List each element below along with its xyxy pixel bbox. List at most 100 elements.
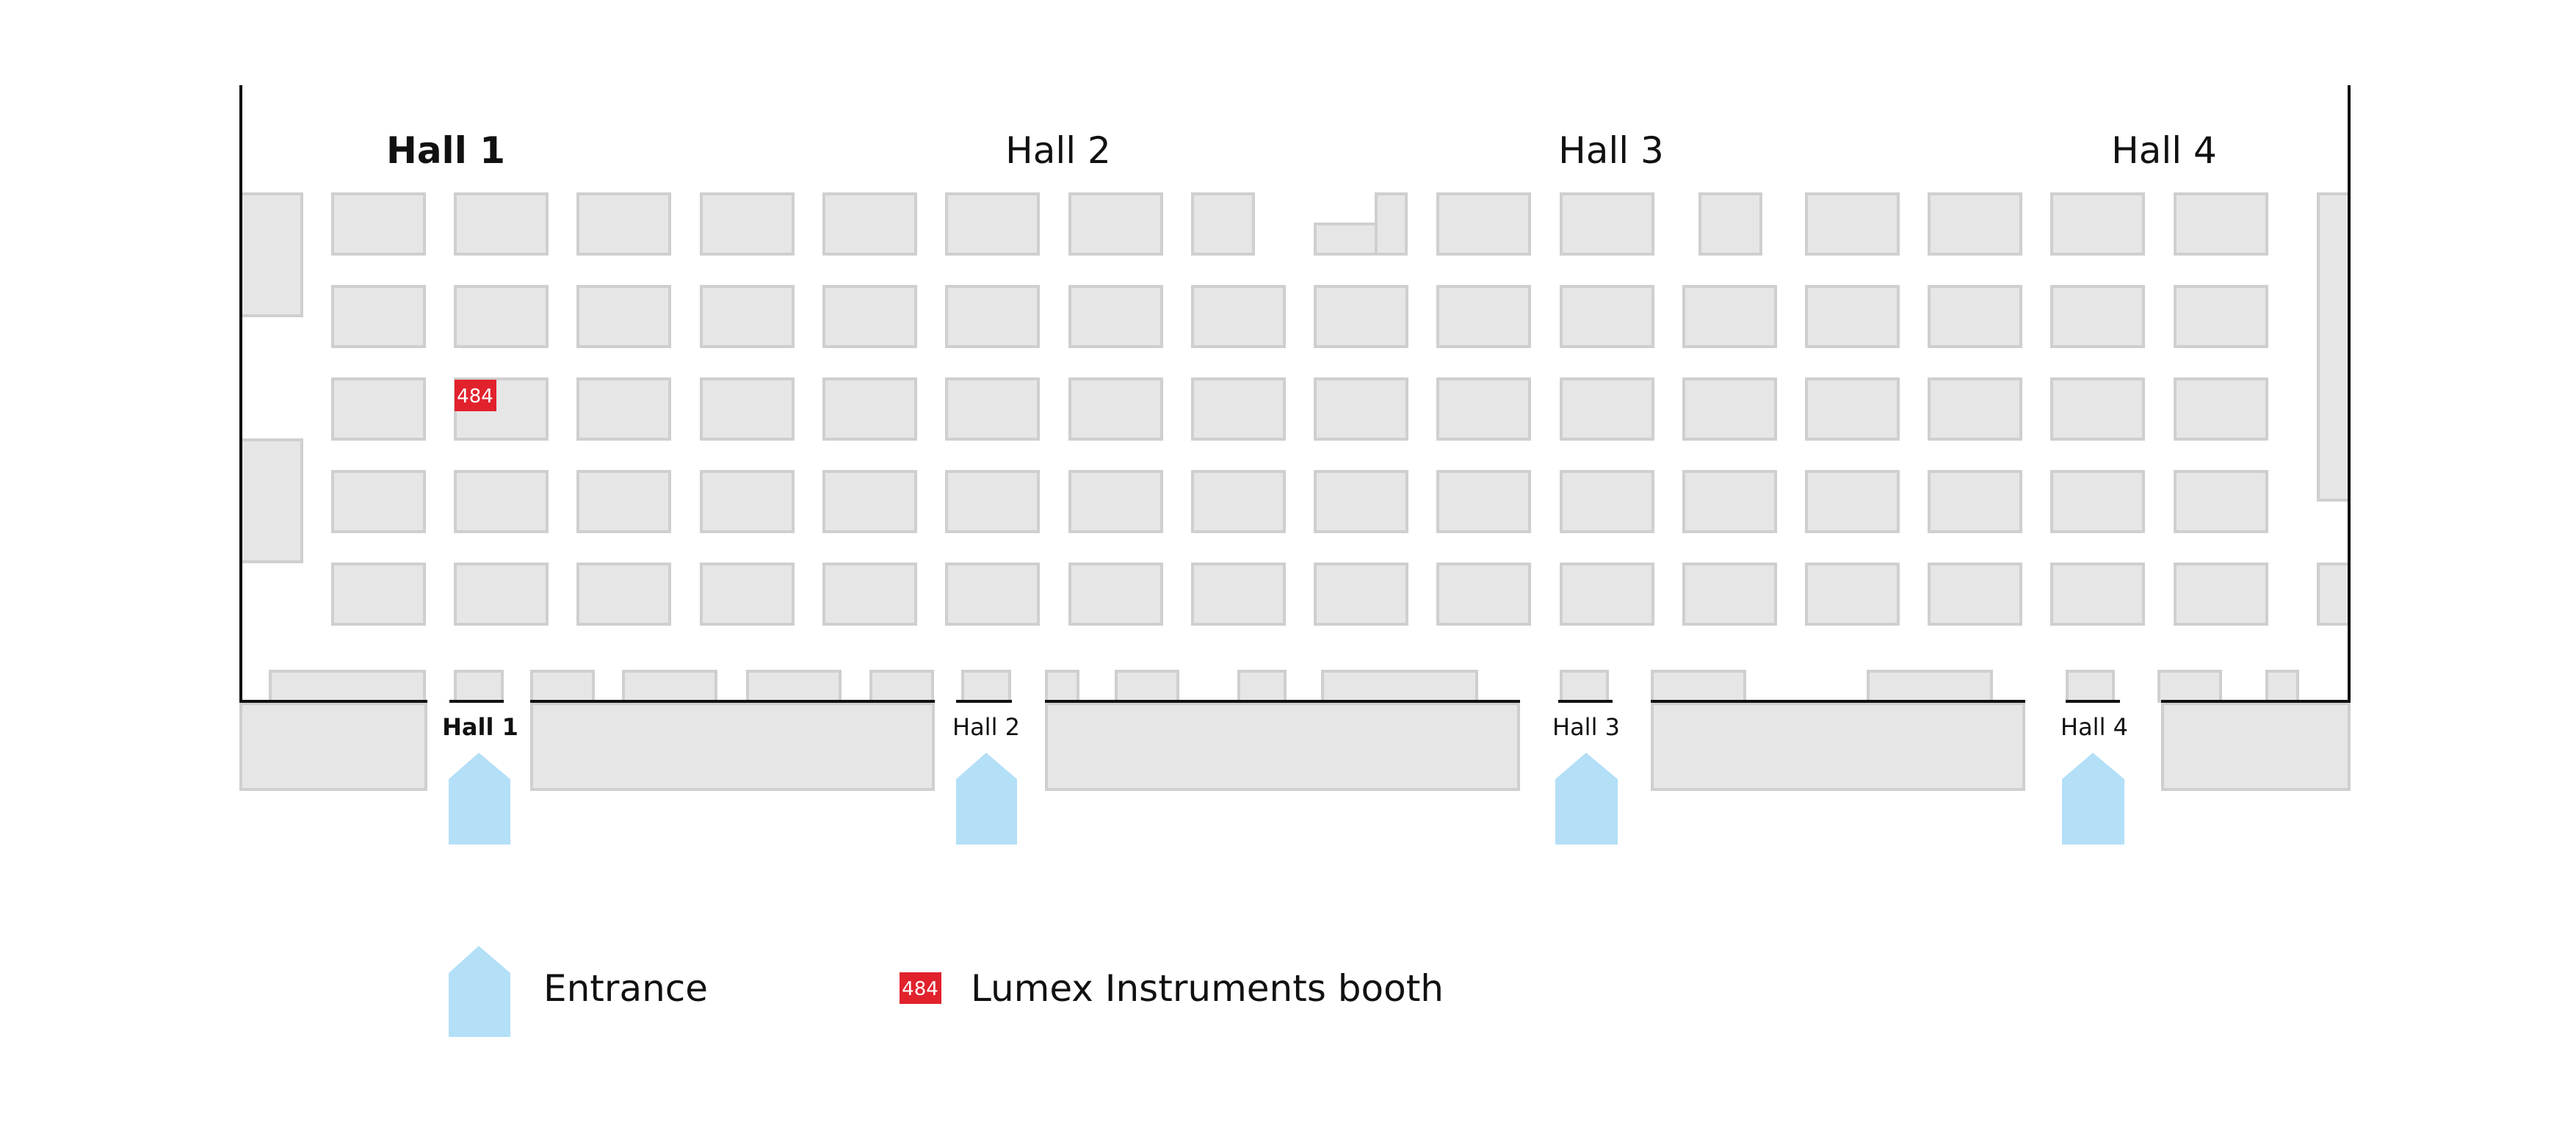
booth[interactable] (945, 377, 1040, 441)
booth[interactable] (1560, 470, 1654, 533)
booth[interactable] (454, 285, 549, 348)
booth[interactable] (822, 285, 917, 348)
booth[interactable] (1436, 563, 1531, 626)
booth[interactable] (1375, 192, 1408, 256)
booth[interactable] (2050, 192, 2145, 256)
booth[interactable] (700, 192, 795, 256)
front-booth[interactable] (1560, 670, 1609, 703)
booth[interactable] (1436, 285, 1531, 348)
booth[interactable] (1068, 192, 1163, 256)
front-booth[interactable] (1237, 670, 1287, 703)
booth[interactable] (1314, 223, 1378, 256)
front-booth[interactable] (869, 670, 934, 703)
booth[interactable] (945, 470, 1040, 533)
booth[interactable] (1682, 377, 1777, 441)
booth[interactable] (331, 377, 426, 441)
booth[interactable] (2174, 377, 2268, 441)
service-block[interactable] (530, 702, 935, 791)
booth[interactable] (1805, 470, 1900, 533)
booth[interactable] (1191, 470, 1286, 533)
booth[interactable] (1560, 285, 1654, 348)
front-booth[interactable] (1045, 670, 1079, 703)
front-booth[interactable] (269, 670, 426, 703)
booth[interactable] (1805, 285, 1900, 348)
booth[interactable] (2174, 285, 2268, 348)
booth[interactable] (576, 563, 671, 626)
front-booth[interactable] (454, 670, 504, 703)
booth[interactable] (1191, 563, 1286, 626)
front-booth[interactable] (2157, 670, 2222, 703)
booth[interactable] (1928, 563, 2022, 626)
booth[interactable] (700, 470, 795, 533)
booth[interactable] (945, 563, 1040, 626)
booth[interactable] (1805, 192, 1900, 256)
booth[interactable] (1805, 377, 1900, 441)
booth[interactable] (1068, 563, 1163, 626)
booth[interactable] (2050, 470, 2145, 533)
booth[interactable] (331, 470, 426, 533)
highlighted-booth-484[interactable]: 484 (455, 380, 496, 411)
booth[interactable] (576, 470, 671, 533)
front-booth[interactable] (1115, 670, 1179, 703)
booth[interactable] (1682, 470, 1777, 533)
booth[interactable] (1068, 285, 1163, 348)
booth[interactable] (1314, 285, 1408, 348)
entrance-marker-hall-3[interactable] (1555, 753, 1618, 845)
booth[interactable] (945, 285, 1040, 348)
entrance-marker-hall-1[interactable] (449, 753, 510, 845)
booth[interactable] (2174, 470, 2268, 533)
front-booth[interactable] (1651, 670, 1746, 703)
booth[interactable] (1314, 470, 1408, 533)
front-booth[interactable] (1321, 670, 1478, 703)
booth[interactable] (1698, 192, 1762, 256)
front-booth[interactable] (746, 670, 842, 703)
booth[interactable] (454, 192, 549, 256)
booth[interactable] (822, 377, 917, 441)
booth[interactable] (1928, 285, 2022, 348)
booth[interactable] (1560, 192, 1654, 256)
booth[interactable] (576, 192, 671, 256)
booth[interactable] (1436, 470, 1531, 533)
service-block[interactable] (1045, 702, 1520, 791)
booth[interactable] (1436, 377, 1531, 441)
booth[interactable] (2050, 285, 2145, 348)
booth[interactable] (2174, 192, 2268, 256)
booth[interactable] (1191, 285, 1286, 348)
booth[interactable] (239, 438, 303, 563)
booth[interactable] (822, 563, 917, 626)
booth[interactable] (1191, 192, 1255, 256)
service-block[interactable] (2161, 702, 2351, 791)
booth[interactable] (1682, 285, 1777, 348)
booth[interactable] (2317, 563, 2351, 626)
booth[interactable] (1928, 377, 2022, 441)
booth[interactable] (700, 563, 795, 626)
booth[interactable] (1068, 377, 1163, 441)
front-booth[interactable] (961, 670, 1011, 703)
front-booth[interactable] (2066, 670, 2115, 703)
booth[interactable] (1314, 563, 1408, 626)
booth[interactable] (576, 377, 671, 441)
booth[interactable] (1560, 563, 1654, 626)
booth[interactable] (2050, 563, 2145, 626)
entrance-marker-hall-4[interactable] (2062, 753, 2124, 845)
booth[interactable] (2174, 563, 2268, 626)
booth[interactable] (1436, 192, 1531, 256)
entrance-marker-hall-2[interactable] (956, 753, 1017, 845)
front-booth[interactable] (2265, 670, 2299, 703)
booth[interactable] (945, 192, 1040, 256)
booth[interactable] (576, 285, 671, 348)
booth[interactable] (700, 285, 795, 348)
booth[interactable] (1928, 192, 2022, 256)
booth[interactable] (1928, 470, 2022, 533)
booth[interactable] (2050, 377, 2145, 441)
front-booth[interactable] (622, 670, 717, 703)
booth[interactable] (1068, 470, 1163, 533)
booth[interactable] (1805, 563, 1900, 626)
booth[interactable] (454, 563, 549, 626)
booth[interactable] (1191, 377, 1286, 441)
booth[interactable] (239, 192, 303, 317)
booth[interactable] (1560, 377, 1654, 441)
booth[interactable] (822, 470, 917, 533)
booth[interactable] (822, 192, 917, 256)
service-block[interactable] (239, 702, 427, 791)
